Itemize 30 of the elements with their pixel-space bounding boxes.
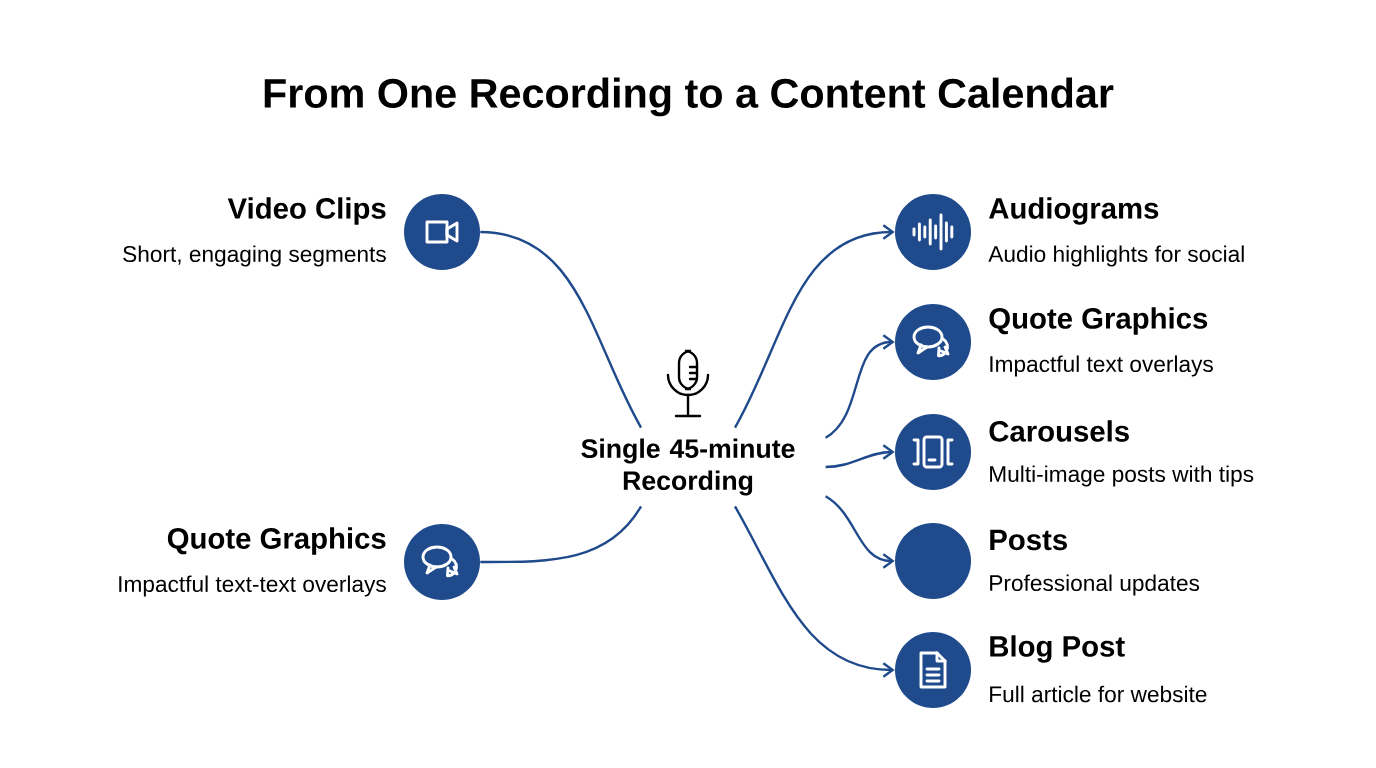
- connector: [825, 444, 895, 469]
- item-description: Professional updates: [990, 574, 1200, 596]
- item-description: Impactful text-text overlays: [119, 575, 386, 597]
- item-heading: Blog Post: [990, 635, 1125, 663]
- item-description: Short, engaging segments: [123, 245, 386, 267]
- icon-circle: [895, 194, 971, 270]
- connector: [824, 495, 895, 569]
- item-heading: Quote Graphics: [167, 527, 386, 555]
- icon-circle: [895, 523, 971, 599]
- item-heading: Video Clips: [227, 197, 386, 225]
- connector: [733, 505, 895, 678]
- icon-circle: [404, 524, 480, 600]
- item-description: Impactful text overlays: [990, 355, 1213, 377]
- connector: [480, 230, 643, 429]
- connector: [733, 224, 895, 429]
- item-heading: Quote Graphics: [989, 307, 1208, 335]
- item-heading: Carousels: [989, 420, 1129, 442]
- item-heading: Audiograms: [989, 197, 1159, 225]
- title: From One Recording to a Content Calendar: [264, 77, 1114, 117]
- icon-circle: [895, 632, 971, 708]
- icon-circle: [404, 194, 480, 270]
- icon-circle: [895, 414, 971, 490]
- center-label: Single 45-minute Recording: [581, 438, 795, 496]
- connector: [480, 505, 643, 564]
- item-description: Multi-image posts with tips: [990, 465, 1254, 487]
- item-heading: Posts: [990, 529, 1067, 551]
- item-description: Audio highlights for social: [988, 245, 1244, 267]
- connector: [824, 334, 895, 439]
- icon-circle: [895, 304, 971, 380]
- item-description: Full article for website: [990, 685, 1207, 703]
